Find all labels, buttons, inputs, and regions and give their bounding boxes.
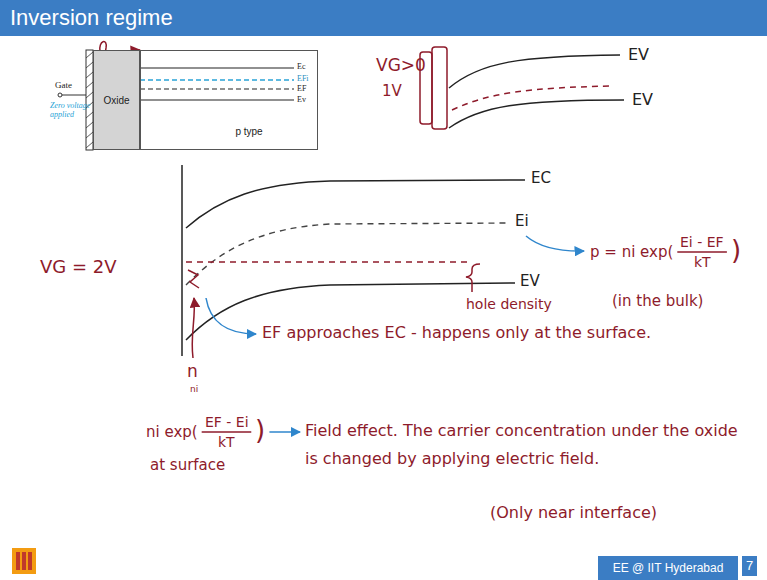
surface-mark: [188, 270, 199, 288]
formula-arrow: [526, 236, 584, 251]
conduction-band: [140, 67, 294, 68]
electron-label: ni: [190, 384, 198, 395]
gate-hatch: [86, 52, 93, 148]
fermi-level: [186, 261, 470, 262]
interface-line: [181, 165, 183, 356]
bias-note: Zero voltage applied: [50, 102, 92, 120]
formula-part: ): [731, 235, 741, 266]
band-label: EFi: [297, 75, 309, 83]
gate-wire: [60, 95, 86, 96]
band-label: EV: [628, 45, 649, 64]
formula-part: ): [255, 415, 265, 446]
gate-voltage: VG = 2V: [40, 256, 117, 278]
gate-plate: [86, 50, 93, 150]
valence-band: [140, 99, 294, 100]
terminal-label: Gate: [55, 80, 72, 91]
formula-note: at surface: [150, 456, 225, 474]
gate-voltage: 1V: [382, 82, 402, 100]
electron-arrow: [192, 298, 194, 358]
logo: [12, 548, 36, 574]
band-label: Ev: [297, 96, 306, 104]
band-label: Ec: [297, 63, 305, 71]
logo: [16, 552, 20, 570]
node-text: p type: [235, 126, 262, 137]
node-text: EE @ IIT Hyderabad: [613, 561, 724, 575]
fermi-level: [140, 88, 294, 89]
slide-title: Inversion regime: [0, 0, 767, 31]
band-curve: [449, 100, 624, 128]
field-effect-note: (Only near interface): [490, 503, 657, 522]
formula-numerator: Ei - EF: [680, 234, 724, 251]
formula-note: (in the bulk): [612, 292, 703, 310]
intrinsic-level: [140, 79, 294, 81]
band-label: EC: [531, 169, 551, 187]
field-effect-note: Field effect. The carrier concentration …: [305, 417, 755, 473]
electron-label: n: [187, 361, 198, 381]
note-arrow: [269, 431, 300, 433]
formula-denominator: kT: [218, 434, 235, 451]
formula-part: ni exp(: [146, 423, 198, 441]
formula-numerator: EF - Ei: [205, 414, 249, 431]
oxide-box: Oxide: [93, 50, 140, 150]
gate-terminal: [58, 93, 62, 97]
conduction-band: [186, 180, 525, 228]
title-bar: Inversion regime: [0, 0, 767, 36]
gate-voltage: VG>0: [376, 55, 426, 75]
oxide-sketch: [432, 47, 447, 129]
formula-part: p = ni exp(: [590, 243, 673, 261]
band-curve: [449, 55, 620, 88]
logo: [22, 552, 26, 570]
dashed-level: [452, 86, 610, 110]
page-number: 7: [742, 556, 757, 576]
fraction-bar: [677, 251, 727, 253]
logo: [28, 552, 32, 570]
band-label: Ei: [515, 212, 529, 230]
hole-bracket: [466, 264, 480, 292]
footer-box: EE @ IIT Hyderabad: [598, 556, 738, 580]
band-label: EV: [632, 90, 653, 109]
band-label: EF: [297, 85, 306, 93]
node-text: Oxide: [103, 95, 129, 106]
note-arrow: [206, 298, 256, 334]
hole-density-note: hole density: [466, 296, 552, 313]
intrinsic-level: [186, 223, 510, 285]
p-type-region: p type: [140, 50, 318, 150]
band-label: EV: [520, 272, 540, 290]
surface-note: EF approaches EC - happens only at the s…: [262, 323, 742, 342]
fraction-bar: [202, 431, 252, 433]
formula-denominator: kT: [694, 254, 711, 271]
